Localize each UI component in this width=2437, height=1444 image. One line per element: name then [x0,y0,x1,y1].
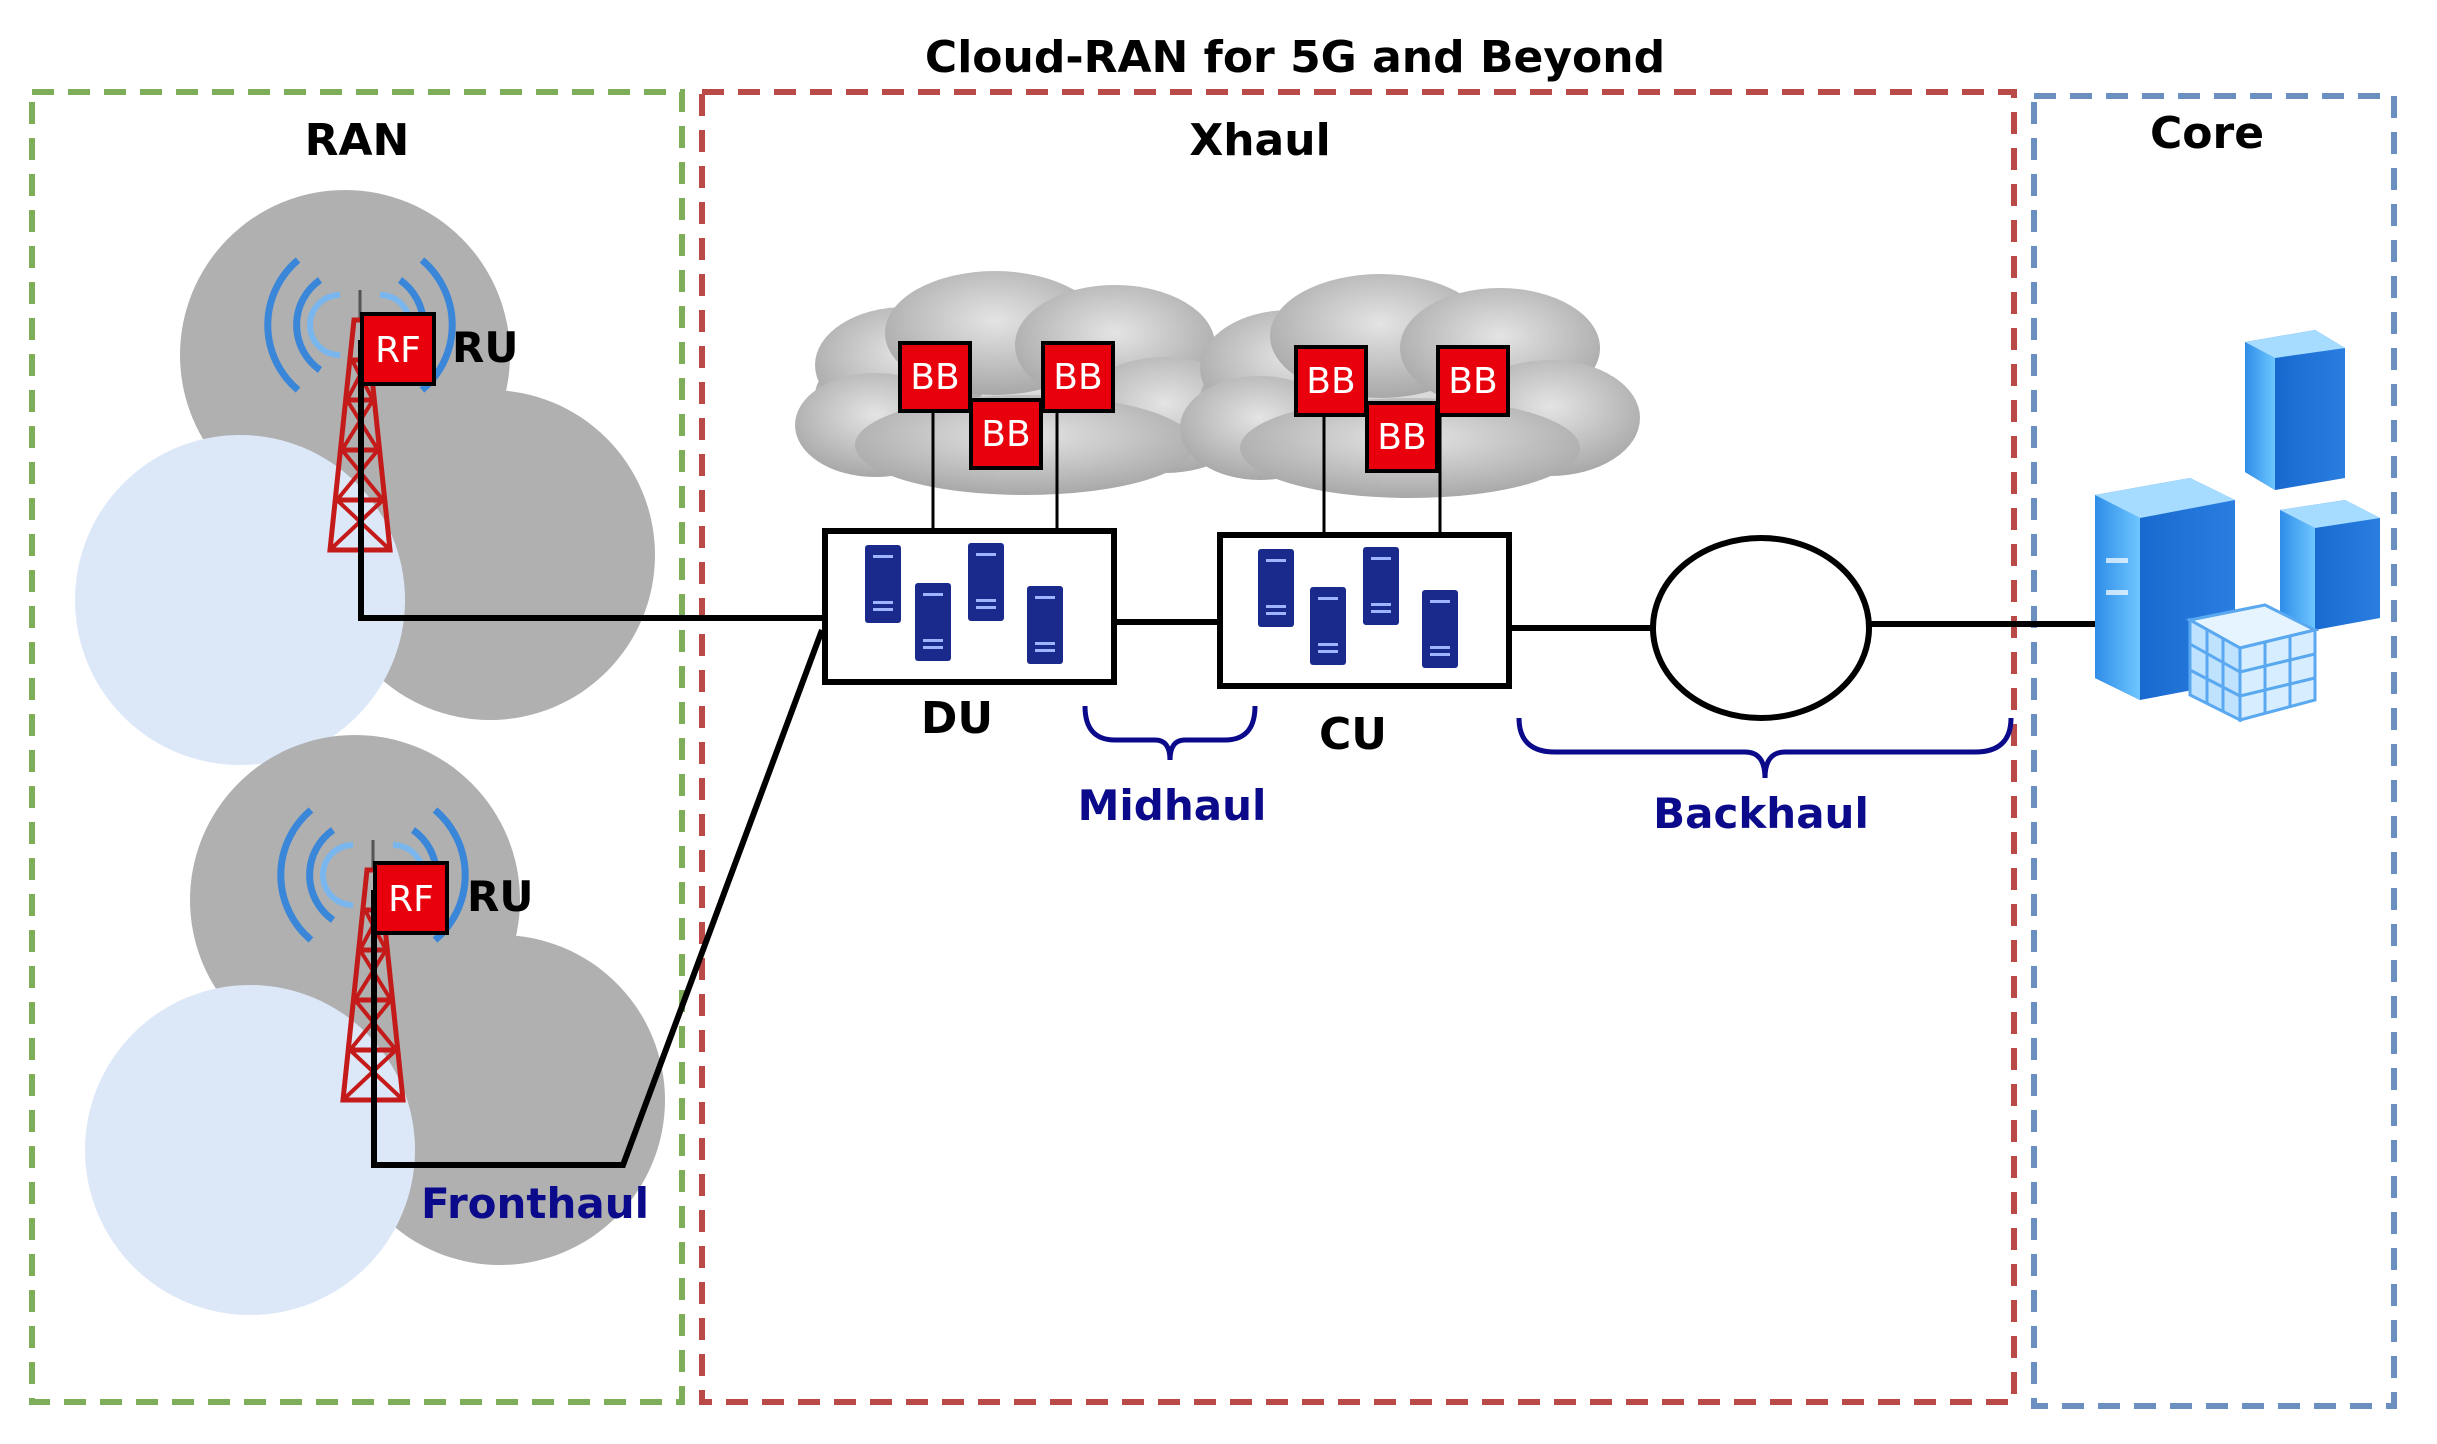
midhaul-brace [1082,705,1258,761]
du-label: DU [921,693,993,744]
ran-region [29,89,685,1405]
bb-label: BB [1448,361,1497,402]
cu-label: CU [1319,709,1387,760]
server-icon [968,543,1004,621]
du-bb-unit: BB [1041,341,1115,413]
server-icon [1027,586,1063,664]
core-region-label: Core [2150,108,2264,159]
fronthaul-link-2 [371,628,825,1168]
bb-label: BB [1377,417,1426,458]
xhaul-region [699,89,2017,1405]
rf-label: RF [388,879,434,920]
backhaul-ring [1650,535,1872,721]
cu-node [1217,532,1512,689]
cu-bb-unit: BB [1436,345,1510,417]
backhaul-brace [1516,717,2014,779]
server-icon [1310,587,1346,665]
du-node [822,528,1117,685]
diagram-title: Cloud-RAN for 5G and Beyond [925,32,1665,83]
rf-label: RF [375,330,421,371]
backhaul-label: Backhaul [1653,789,1869,838]
bb-label: BB [1306,361,1355,402]
coverage-cells-site-1 [75,190,655,765]
fronthaul-label: Fronthaul [421,1179,649,1228]
core-datacenter-icon [2095,330,2380,723]
cu-bb-unit: BB [1294,345,1368,417]
server-icon [915,583,951,661]
coverage-cells-site-2 [85,735,665,1315]
server-icon [865,545,901,623]
bb-label: BB [981,414,1030,455]
du-bb-unit: BB [969,398,1043,470]
server-icon [1422,590,1458,668]
bb-label: BB [910,357,959,398]
cu-bb-unit: BB [1365,401,1439,473]
fronthaul-link-1 [358,340,822,621]
xhaul-region-label: Xhaul [1189,115,1330,166]
bb-label: BB [1053,357,1102,398]
ru-label: RU [467,872,533,921]
du-bb-unit: BB [898,341,972,413]
ran-region-label: RAN [305,115,410,166]
core-region [2031,93,2397,1409]
ru-label: RU [452,323,518,372]
server-icon [1258,549,1294,627]
rf-unit: RF [360,312,436,386]
server-icon [1363,547,1399,625]
rf-unit: RF [373,861,449,935]
midhaul-label: Midhaul [1078,781,1267,830]
